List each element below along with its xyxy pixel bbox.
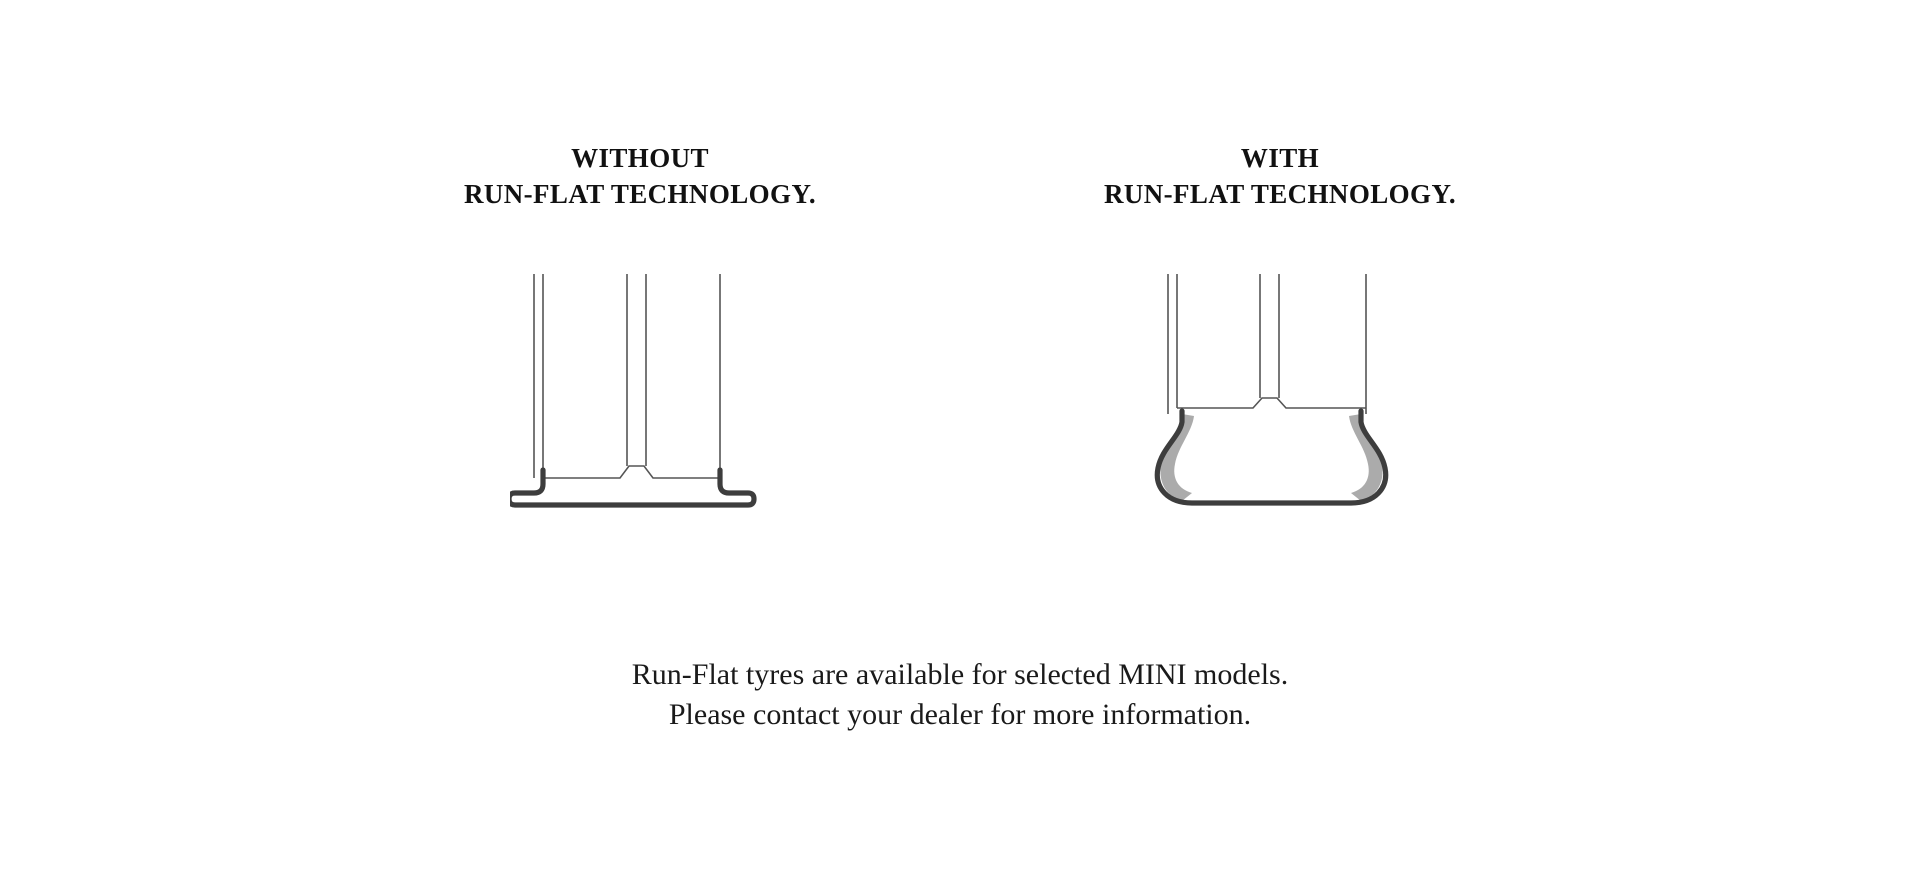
sidewall-reinforcement-band [1160,414,1383,501]
panel-without: WITHOUT RUN-FLAT TECHNOLOGY. [320,140,960,212]
runflat-tyre-inner-lines [1167,274,1367,414]
deflated-tyre-rim-flange [510,467,757,508]
panel-without-heading: WITHOUT RUN-FLAT TECHNOLOGY. [464,140,816,212]
deflated-tyre-inner-lines [533,274,721,479]
panel-with: WITH RUN-FLAT TECHNOLOGY. [960,140,1600,212]
diagrams-row [0,272,1920,532]
panel-headings-row: WITHOUT RUN-FLAT TECHNOLOGY. WITH RUN-FL… [0,140,1920,212]
deflated-tyre-diagram [510,274,757,508]
caption-line-2: Please contact your dealer for more info… [668,697,1252,731]
runflat-tyre-diagram [1154,274,1389,506]
figure-caption: Run-Flat tyres are available for selecte… [0,655,1920,735]
panel-without-heading-line2: RUN-FLAT TECHNOLOGY. [463,179,817,210]
panel-with-heading: WITH RUN-FLAT TECHNOLOGY. [1104,140,1456,212]
diagram-slot-with [960,272,1600,532]
caption-line-1: Run-Flat tyres are available for selecte… [631,658,1289,691]
panel-without-heading-line1: WITHOUT [571,143,709,173]
diagram-slot-without [320,272,960,532]
panel-with-heading-line1: WITH [1240,143,1320,173]
panel-with-heading-line2: RUN-FLAT TECHNOLOGY. [1103,179,1457,210]
runflat-tyre-outer-casing [1154,408,1389,506]
